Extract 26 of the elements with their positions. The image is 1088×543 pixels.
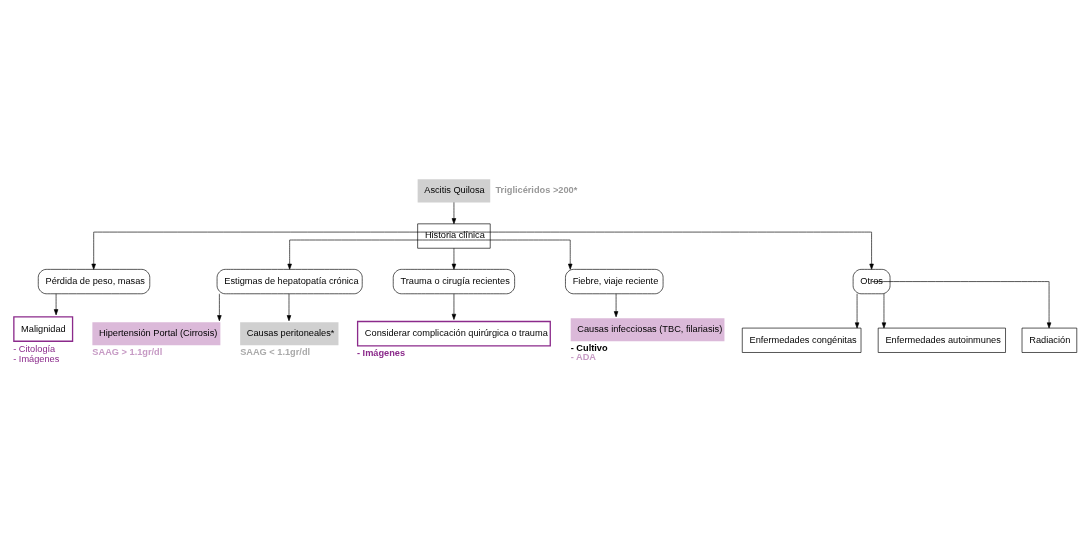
node-box: Causas peritoneales*: [240, 321, 339, 345]
arrow: [91, 231, 455, 270]
node-box: Hipertensión Portal (Cirrosis): [92, 321, 221, 345]
arrow: [451, 292, 457, 320]
node-label: - Cultivo: [570, 342, 608, 353]
arrow: [613, 292, 619, 317]
node-label: - ADA: [570, 351, 596, 362]
arrow: [286, 292, 292, 321]
node-label: - Imágenes: [356, 347, 406, 358]
node-label: SAAG < 1.1gr/dl: [240, 346, 311, 357]
arrow: [287, 239, 455, 270]
arrow: [53, 292, 59, 315]
node-label: Triglicéridos >200*: [495, 184, 578, 195]
node-label: SAAG > 1.1gr/dl: [92, 346, 163, 357]
arrow: [217, 292, 222, 321]
arrow: [881, 292, 887, 328]
node-box: Causas infecciosas (TBC, filariasis): [570, 317, 725, 341]
node-box: Ascitis Quilosa: [417, 178, 491, 202]
arrow: [451, 201, 457, 224]
arrow: [854, 292, 860, 328]
node-label: - Imágenes: [13, 353, 60, 364]
arrow: [451, 247, 457, 270]
node-label: - Citología: [13, 343, 56, 354]
arrow: [453, 231, 874, 270]
arrow: [453, 239, 573, 270]
arrow: [871, 280, 1052, 328]
